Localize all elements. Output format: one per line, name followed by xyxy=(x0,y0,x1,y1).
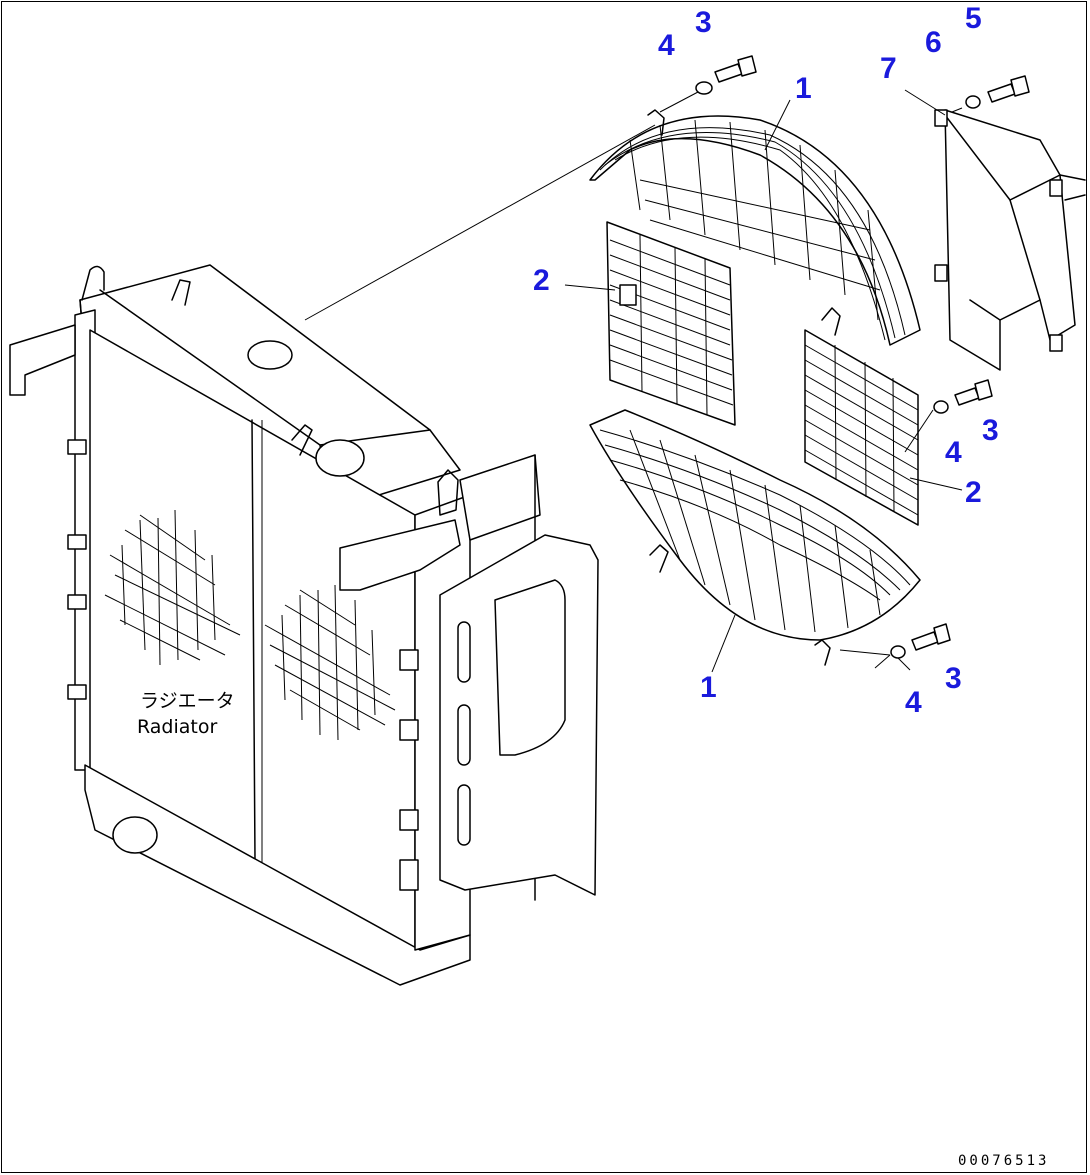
washer-bottom-right xyxy=(890,645,906,659)
callout-washer-top-left: 4 xyxy=(658,29,675,62)
lower-fan-guard xyxy=(589,409,921,666)
callout-bolt-top-right: 5 xyxy=(965,2,982,35)
callout-cover-plate: 7 xyxy=(880,52,897,85)
core-fin-pattern-right xyxy=(264,584,396,741)
callout-lower-guard: 1 xyxy=(700,671,717,704)
assembly-leader-line xyxy=(304,124,656,321)
left-side-screen xyxy=(606,221,736,426)
bolt-top-left xyxy=(714,55,757,83)
bolt-bottom-right xyxy=(911,623,951,651)
callout-washer-top-right: 6 xyxy=(925,26,942,59)
leader-lines xyxy=(564,89,963,673)
shroud-side-plate xyxy=(439,534,599,896)
callout-right-screen: 2 xyxy=(965,476,982,509)
callout-bolt-middle-right: 3 xyxy=(982,414,999,447)
callout-left-screen: 2 xyxy=(533,264,550,297)
cover-plate xyxy=(934,109,1086,371)
washer-top-left xyxy=(695,81,713,95)
bolt-top-right xyxy=(987,75,1030,103)
washer-top-right xyxy=(965,95,981,109)
callout-bolt-bottom-right: 3 xyxy=(945,662,962,695)
washer-middle-right xyxy=(933,400,949,414)
bolt-middle-right xyxy=(954,379,993,406)
radiator-label-japanese: ラジエータ xyxy=(140,690,235,712)
upper-fan-guard xyxy=(589,109,921,346)
callout-washer-bottom-right: 4 xyxy=(905,686,922,719)
radiator-label-english: Radiator xyxy=(137,716,217,738)
callout-upper-guard: 1 xyxy=(795,72,812,105)
callout-washer-middle-right: 4 xyxy=(945,436,962,469)
right-side-screen xyxy=(804,307,919,526)
callout-bolt-top-left: 3 xyxy=(695,6,712,39)
core-fin-pattern-left xyxy=(104,509,241,666)
drawing-code: 00076513 xyxy=(958,1153,1049,1169)
